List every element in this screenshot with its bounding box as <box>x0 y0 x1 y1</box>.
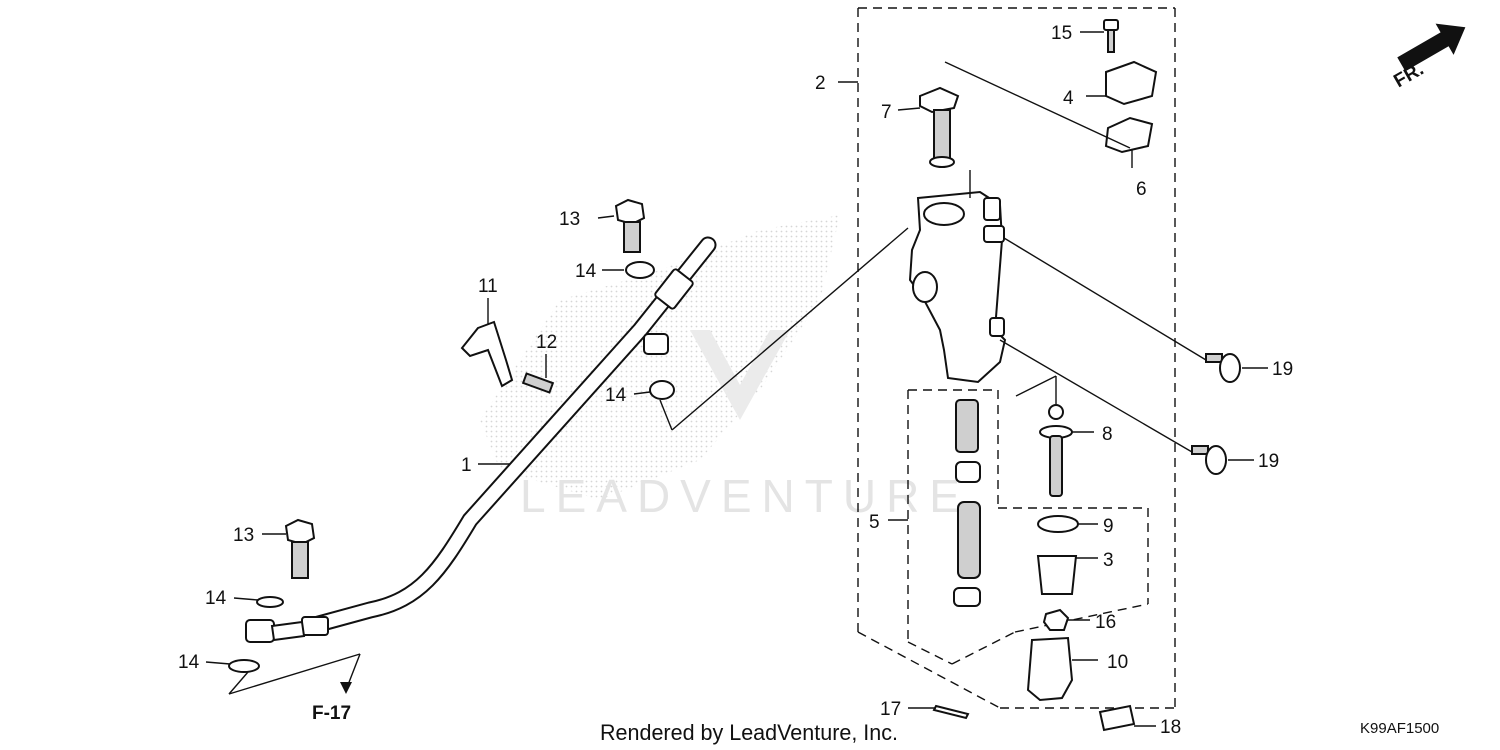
leader-lines <box>205 31 1268 727</box>
reservoir-cap <box>1105 60 1158 106</box>
callout-2: 2 <box>815 73 826 94</box>
callout-10: 10 <box>1107 652 1128 673</box>
mount-bolt-upper <box>1205 353 1241 383</box>
callout-14-lower: 14 <box>205 588 227 609</box>
pin-clip <box>1098 704 1136 732</box>
callout-13-top: 13 <box>559 209 580 230</box>
callout-12: 12 <box>536 332 557 353</box>
mount-bolt-lower <box>1191 445 1227 475</box>
banjo-bolt-top <box>614 198 646 253</box>
callout-19-upper: 19 <box>1272 359 1293 380</box>
callout-13-bottom: 13 <box>233 525 254 546</box>
front-direction-arrow-icon <box>1397 23 1466 72</box>
washer-14-b <box>649 380 675 400</box>
reservoir-joint <box>919 86 960 168</box>
boot <box>1036 555 1078 595</box>
callout-14-mid: 14 <box>605 385 627 406</box>
washer-14-a <box>625 261 655 279</box>
clamp-bolt <box>521 372 555 394</box>
callout-3: 3 <box>1103 550 1114 571</box>
callout-14-bottom: 14 <box>178 652 200 673</box>
callout-14-top: 14 <box>575 261 597 282</box>
washer-14-c <box>256 596 284 608</box>
cap-diaphragm <box>1104 116 1154 154</box>
direction-label: FR. <box>1390 59 1427 92</box>
callout-4: 4 <box>1063 88 1074 109</box>
callout-15: 15 <box>1051 23 1072 44</box>
brake-hose <box>245 236 717 643</box>
master-cylinder-body <box>908 190 1007 384</box>
callout-11: 11 <box>478 276 498 297</box>
credit-text: Rendered by LeadVenture, Inc. <box>600 720 898 745</box>
watermark-logo: LEADVENTURE <box>480 215 970 522</box>
callout-5: 5 <box>869 512 880 533</box>
clevis-pin <box>932 704 970 720</box>
washer-14-d <box>228 659 260 673</box>
callout-17: 17 <box>880 699 901 720</box>
piston-kit <box>953 399 981 607</box>
clevis <box>1026 636 1074 702</box>
diagram-code: K99AF1500 <box>1360 720 1439 737</box>
callout-18: 18 <box>1160 717 1181 738</box>
push-rod <box>1039 404 1073 497</box>
callout-19-lower: 19 <box>1258 451 1279 472</box>
callout-7: 7 <box>881 102 892 123</box>
lock-nut <box>1042 608 1070 631</box>
callout-8: 8 <box>1102 424 1113 445</box>
callout-16: 16 <box>1095 612 1116 633</box>
watermark-text: LEADVENTURE <box>520 470 970 522</box>
callout-1: 1 <box>461 455 472 476</box>
assembly-box <box>857 7 1176 709</box>
circlip <box>1037 515 1079 533</box>
page-reference: F-17 <box>312 703 351 724</box>
banjo-bolt-bottom <box>284 518 316 579</box>
callout-9: 9 <box>1103 516 1114 537</box>
hose-clamp <box>460 320 514 388</box>
seal-kit-box <box>907 389 1149 665</box>
callout-6: 6 <box>1136 179 1147 200</box>
cap-screw <box>1103 19 1119 53</box>
